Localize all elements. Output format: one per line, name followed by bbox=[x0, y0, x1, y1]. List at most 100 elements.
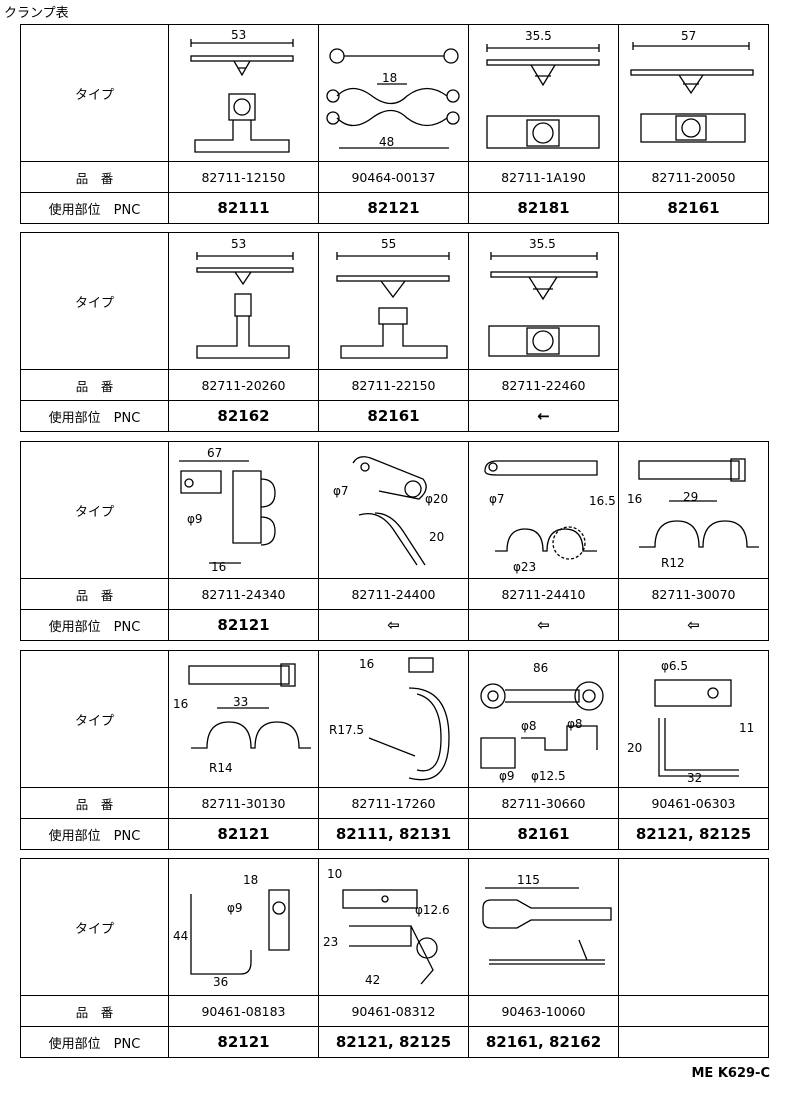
pnc-value: ⇦ bbox=[618, 609, 769, 641]
svg-text:16: 16 bbox=[173, 697, 188, 711]
part-no-label: 品 番 bbox=[20, 161, 169, 193]
svg-text:53: 53 bbox=[231, 237, 246, 251]
svg-text:16: 16 bbox=[211, 560, 226, 574]
svg-text:55: 55 bbox=[381, 237, 396, 251]
part-number: 90461-08183 bbox=[168, 995, 319, 1027]
document-code: ME K629-C bbox=[691, 1066, 771, 1081]
clamp-drawing: 10 φ12.6 23 42 bbox=[318, 858, 469, 996]
svg-text:29: 29 bbox=[683, 490, 698, 504]
clamp-drawing: 35.5 bbox=[468, 232, 619, 370]
part-number: 82711-30130 bbox=[168, 787, 319, 819]
svg-text:10: 10 bbox=[327, 867, 342, 881]
svg-text:20: 20 bbox=[429, 530, 444, 544]
pnc-value: 82161, 82162 bbox=[468, 1026, 619, 1058]
clamp-drawing: 57 bbox=[618, 24, 769, 162]
part-number: 82711-30070 bbox=[618, 578, 769, 610]
part-number: 82711-22460 bbox=[468, 369, 619, 401]
part-number: 82711-12150 bbox=[168, 161, 319, 193]
pnc-value: ⇦ bbox=[318, 609, 469, 641]
svg-text:18: 18 bbox=[382, 71, 397, 85]
clamp-drawing: 16 33 R14 bbox=[168, 650, 319, 788]
svg-text:23: 23 bbox=[323, 935, 338, 949]
clamp-table-2: タイプ 53 55 35.5 bbox=[20, 232, 620, 432]
usage-label: 使用部位 PNC bbox=[20, 609, 169, 641]
svg-text:R12: R12 bbox=[661, 556, 685, 570]
part-number: 82711-30660 bbox=[468, 787, 619, 819]
part-number: 90464-00137 bbox=[318, 161, 469, 193]
svg-text:φ7: φ7 bbox=[333, 484, 349, 498]
clamp-drawing: 53 bbox=[168, 232, 319, 370]
pnc-value: 82161 bbox=[318, 400, 469, 432]
clamp-drawing: 18 48 bbox=[318, 24, 469, 162]
svg-text:53: 53 bbox=[231, 28, 246, 42]
svg-text:115: 115 bbox=[517, 873, 540, 887]
clamp-drawing: φ7 16.5 φ23 bbox=[468, 441, 619, 579]
clamp-drawing: 18 φ9 44 36 bbox=[168, 858, 319, 996]
pnc-value: 82162 bbox=[168, 400, 319, 432]
svg-text:33: 33 bbox=[233, 695, 248, 709]
part-no-label: 品 番 bbox=[20, 995, 169, 1027]
svg-text:16: 16 bbox=[627, 492, 642, 506]
part-number: 82711-24340 bbox=[168, 578, 319, 610]
part-number: 82711-22150 bbox=[318, 369, 469, 401]
part-number: 82711-20050 bbox=[618, 161, 769, 193]
svg-text:16: 16 bbox=[359, 657, 374, 671]
clamp-drawing: 55 bbox=[318, 232, 469, 370]
pnc-value: 82181 bbox=[468, 192, 619, 224]
pnc-value: 82161 bbox=[618, 192, 769, 224]
clamp-drawing: φ7 φ20 20 bbox=[318, 441, 469, 579]
part-number: 82711-1A190 bbox=[468, 161, 619, 193]
svg-text:φ9: φ9 bbox=[499, 769, 515, 783]
pnc-value: 82121 bbox=[318, 192, 469, 224]
svg-text:φ8: φ8 bbox=[521, 719, 537, 733]
svg-text:11: 11 bbox=[739, 721, 754, 735]
clamp-table-3: タイプ 67 φ9 16 φ7 φ20 20 bbox=[20, 441, 769, 641]
svg-text:16.5: 16.5 bbox=[589, 494, 616, 508]
svg-text:35.5: 35.5 bbox=[525, 29, 552, 43]
clamp-drawing-empty bbox=[618, 858, 769, 996]
part-number: 90461-08312 bbox=[318, 995, 469, 1027]
pnc-value: 82111 bbox=[168, 192, 319, 224]
usage-label: 使用部位 PNC bbox=[20, 1026, 169, 1058]
clamp-drawing: 16 29 R12 bbox=[618, 441, 769, 579]
part-number: 90461-06303 bbox=[618, 787, 769, 819]
part-number: 90463-10060 bbox=[468, 995, 619, 1027]
clamp-drawing: 86 φ8 φ8 φ9 φ12.5 bbox=[468, 650, 619, 788]
svg-text:36: 36 bbox=[213, 975, 228, 989]
clamp-drawing: 53 bbox=[168, 24, 319, 162]
type-label: タイプ bbox=[20, 650, 169, 788]
part-no-label: 品 番 bbox=[20, 578, 169, 610]
pnc-value-empty bbox=[618, 1026, 769, 1058]
svg-text:R14: R14 bbox=[209, 761, 233, 775]
pnc-value: 82121 bbox=[168, 1026, 319, 1058]
clamp-table-5: タイプ 18 φ9 44 36 10 φ12.6 23 42 bbox=[20, 858, 769, 1058]
part-no-label: 品 番 bbox=[20, 369, 169, 401]
pnc-value: 82111, 82131 bbox=[318, 818, 469, 850]
svg-text:φ9: φ9 bbox=[187, 512, 203, 526]
svg-text:48: 48 bbox=[379, 135, 394, 149]
usage-label: 使用部位 PNC bbox=[20, 192, 169, 224]
svg-text:35.5: 35.5 bbox=[529, 237, 556, 251]
svg-text:67: 67 bbox=[207, 446, 222, 460]
svg-text:φ9: φ9 bbox=[227, 901, 243, 915]
svg-text:φ23: φ23 bbox=[513, 560, 536, 574]
pnc-value: ⇦ bbox=[468, 609, 619, 641]
svg-text:φ12.6: φ12.6 bbox=[415, 903, 450, 917]
type-label: タイプ bbox=[20, 24, 169, 162]
part-number: 82711-24400 bbox=[318, 578, 469, 610]
pnc-value: 82121, 82125 bbox=[318, 1026, 469, 1058]
clamp-drawing: 67 φ9 16 bbox=[168, 441, 319, 579]
type-label: タイプ bbox=[20, 441, 169, 579]
clamp-table-4: タイプ 16 33 R14 16 R17.5 bbox=[20, 650, 769, 850]
svg-text:φ12.5: φ12.5 bbox=[531, 769, 566, 783]
clamp-drawing: 115 bbox=[468, 858, 619, 996]
svg-text:φ8: φ8 bbox=[567, 717, 583, 731]
svg-text:44: 44 bbox=[173, 929, 188, 943]
svg-text:φ6.5: φ6.5 bbox=[661, 659, 688, 673]
clamp-table-1: タイプ 53 18 48 bbox=[20, 24, 769, 224]
pnc-value: ← bbox=[468, 400, 619, 432]
part-number-empty bbox=[618, 995, 769, 1027]
svg-text:φ20: φ20 bbox=[425, 492, 448, 506]
part-no-label: 品 番 bbox=[20, 787, 169, 819]
clamp-drawing: φ6.5 11 20 32 bbox=[618, 650, 769, 788]
